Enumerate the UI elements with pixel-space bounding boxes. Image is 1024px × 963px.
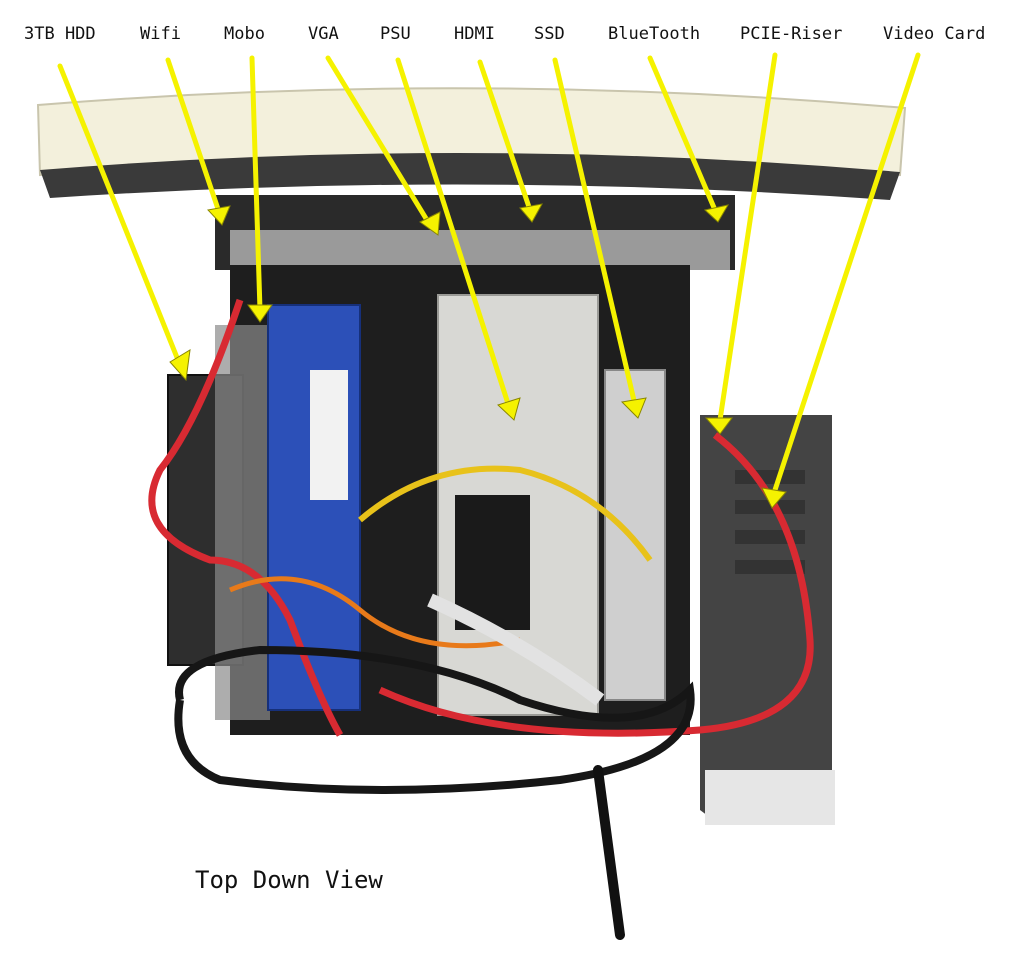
label-3tb-hdd: 3TB HDD bbox=[24, 24, 96, 44]
label-mobo: Mobo bbox=[224, 24, 265, 44]
label-pcie-riser: PCIE-Riser bbox=[740, 24, 843, 44]
label-ssd: SSD bbox=[534, 24, 565, 44]
wifi-antenna bbox=[593, 765, 625, 940]
orange-wire-bundle bbox=[229, 576, 521, 649]
label-wifi: Wifi bbox=[140, 24, 181, 44]
yellow-wire-bundle bbox=[358, 465, 653, 562]
psu-label bbox=[455, 495, 530, 630]
label-vga: VGA bbox=[308, 24, 339, 44]
black-cable bbox=[174, 645, 695, 794]
label-video-card: Video Card bbox=[883, 24, 986, 44]
io-shield-plate bbox=[230, 230, 730, 270]
red-sata-cable-left bbox=[148, 298, 344, 737]
ssd-drive bbox=[604, 369, 666, 701]
label-bluetooth: BlueTooth bbox=[608, 24, 701, 44]
hdd-bracket bbox=[215, 325, 270, 720]
leader-arrows bbox=[57, 52, 921, 493]
arrow-heads bbox=[169, 203, 787, 509]
caption-top-down-view: Top Down View bbox=[195, 866, 383, 894]
label-psu: PSU bbox=[380, 24, 411, 44]
ram-sticker bbox=[310, 370, 348, 500]
label-hdmi: HDMI bbox=[454, 24, 495, 44]
video-card-bracket bbox=[705, 770, 835, 825]
gray-ribbon-cable bbox=[427, 593, 605, 706]
red-sata-cable-right bbox=[378, 432, 814, 737]
